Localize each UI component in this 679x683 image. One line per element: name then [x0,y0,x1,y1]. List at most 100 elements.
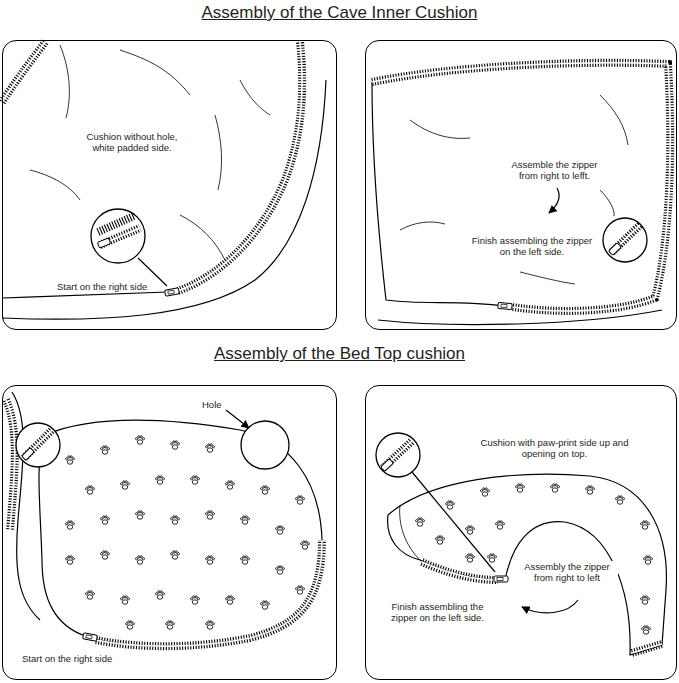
cave-cushion-drape [30,170,80,200]
bed-top-cushion [241,421,289,469]
instruction-note: Finish assembling the zipper on the left… [466,235,598,258]
paw-print-pattern [191,476,200,484]
bed-top-cushion-closed [376,433,666,655]
instruction-note: Start on the right side [56,281,148,292]
cave-cushion-flat [378,310,662,325]
paw-print-pattern [241,556,250,564]
paw-print-pattern [191,596,200,604]
paw-print-pattern [226,481,235,489]
cave-cushion-drape [120,50,190,95]
paw-print-pattern [586,486,595,494]
cave-cushion-drape [60,45,69,118]
instruction-note: Hole [201,399,223,410]
cave-cushion-drape [2,41,326,319]
cave-cushion-drape [2,292,168,298]
bed-top-cushion-closed [381,459,394,472]
paw-print-pattern [496,521,505,529]
paw-print-pattern [126,621,135,629]
paw-print-pattern [101,516,110,524]
paw-print-pattern [276,566,285,574]
section-heading: Assembly of the Cave Inner Cushion [200,3,480,22]
bed-top-cushion-closed [522,600,578,613]
instruction-note: Assembly the zipper from right to left [516,561,618,584]
bed-top-cushion [22,448,35,461]
paw-print-pattern [171,516,180,524]
bed-top-cushion-closed [494,576,508,582]
paw-print-pattern [66,521,75,529]
paw-print-pattern [446,501,455,509]
bed-top-cushion [83,633,98,641]
paw-print-pattern [121,596,130,604]
cave-cushion-drape [2,80,326,319]
bed-top-cushion [86,635,92,639]
paw-print-pattern [641,521,650,529]
instruction-note: Cushion with paw-print side up and openi… [471,437,638,460]
instruction-note: Finish assembling the zipper on the left… [379,601,496,624]
bed-top-cushion-closed [376,433,420,477]
step-panel: HoleStart on the right side [2,385,337,680]
heading-row: Assembly of the Bed Top cushion [0,344,679,364]
paw-print-pattern [171,441,180,449]
bed-top-cushion [6,392,322,646]
bed-top-cushion [6,400,15,530]
cave-cushion-drape [178,42,302,291]
paw-print-pattern [156,591,165,599]
bed-top-cushion [226,410,249,428]
paw-print-pattern [66,456,75,464]
cave-cushion-flat [600,190,614,216]
paw-print-pattern [261,601,270,609]
bed-top-cushion [96,540,322,646]
paw-print-pattern [466,526,475,534]
paw-print-pattern [276,526,285,534]
paw-print-pattern [644,556,653,564]
paw-print-pattern [101,446,110,454]
cave-cushion-flat [600,95,628,145]
paw-print-pattern [206,444,215,452]
bed-top-cushion [96,540,322,646]
cave-cushion-flat [410,120,470,138]
heading-row: Assembly of the Cave Inner Cushion [0,3,679,23]
paw-print-pattern [296,496,305,504]
bed-top-cushion-closed [381,459,394,472]
cave-cushion-flat [603,218,647,262]
cave-cushion-drape [180,215,225,260]
paw-print-pattern [86,486,95,494]
section-heading: Assembly of the Bed Top cushion [212,344,467,363]
paw-print-pattern [551,484,560,492]
cave-cushion-drape [91,209,145,263]
cave-cushion-flat [501,304,507,308]
bed-top-cushion [39,420,322,646]
cave-cushion-drape [168,290,174,294]
cave-cushion-flat [372,63,670,311]
paw-print-pattern [136,556,145,564]
paw-print-pattern [642,626,651,634]
paw-print-pattern [171,551,180,559]
cave-cushion-drape [215,115,222,190]
paw-print-pattern [481,488,490,496]
paw-print-pattern [166,621,175,629]
paw-print-pattern [206,511,215,519]
paw-print-pattern [296,586,305,594]
bed-top-cushion-closed [497,578,503,581]
step-panel: Cushion with paw-print side up and openi… [365,385,677,680]
cave-cushion-drape [165,288,180,296]
paw-print-pattern [241,516,250,524]
paw-print-pattern [616,496,625,504]
cave-cushion-drape [165,288,180,296]
paw-print-pattern [121,481,130,489]
instruction-note: Cushion without hole, white padded side. [76,131,188,154]
bed-top-cushion-closed [412,472,495,572]
bed-top-cushion-closed [388,474,667,655]
cave-cushion-flat [549,188,559,213]
cave-cushion-flat [498,302,512,309]
bed-top-cushion [83,633,98,641]
cave-cushion-flat [520,272,575,284]
paw-print-pattern [436,536,445,544]
cave-cushion-flat [372,82,505,306]
paw-print-pattern [136,436,145,444]
paw-print-pattern [516,484,525,492]
paw-print-pattern [226,596,235,604]
cave-cushion-drape [98,216,134,232]
paw-print-pattern [466,554,475,562]
bed-top-cushion-closed [422,562,498,580]
